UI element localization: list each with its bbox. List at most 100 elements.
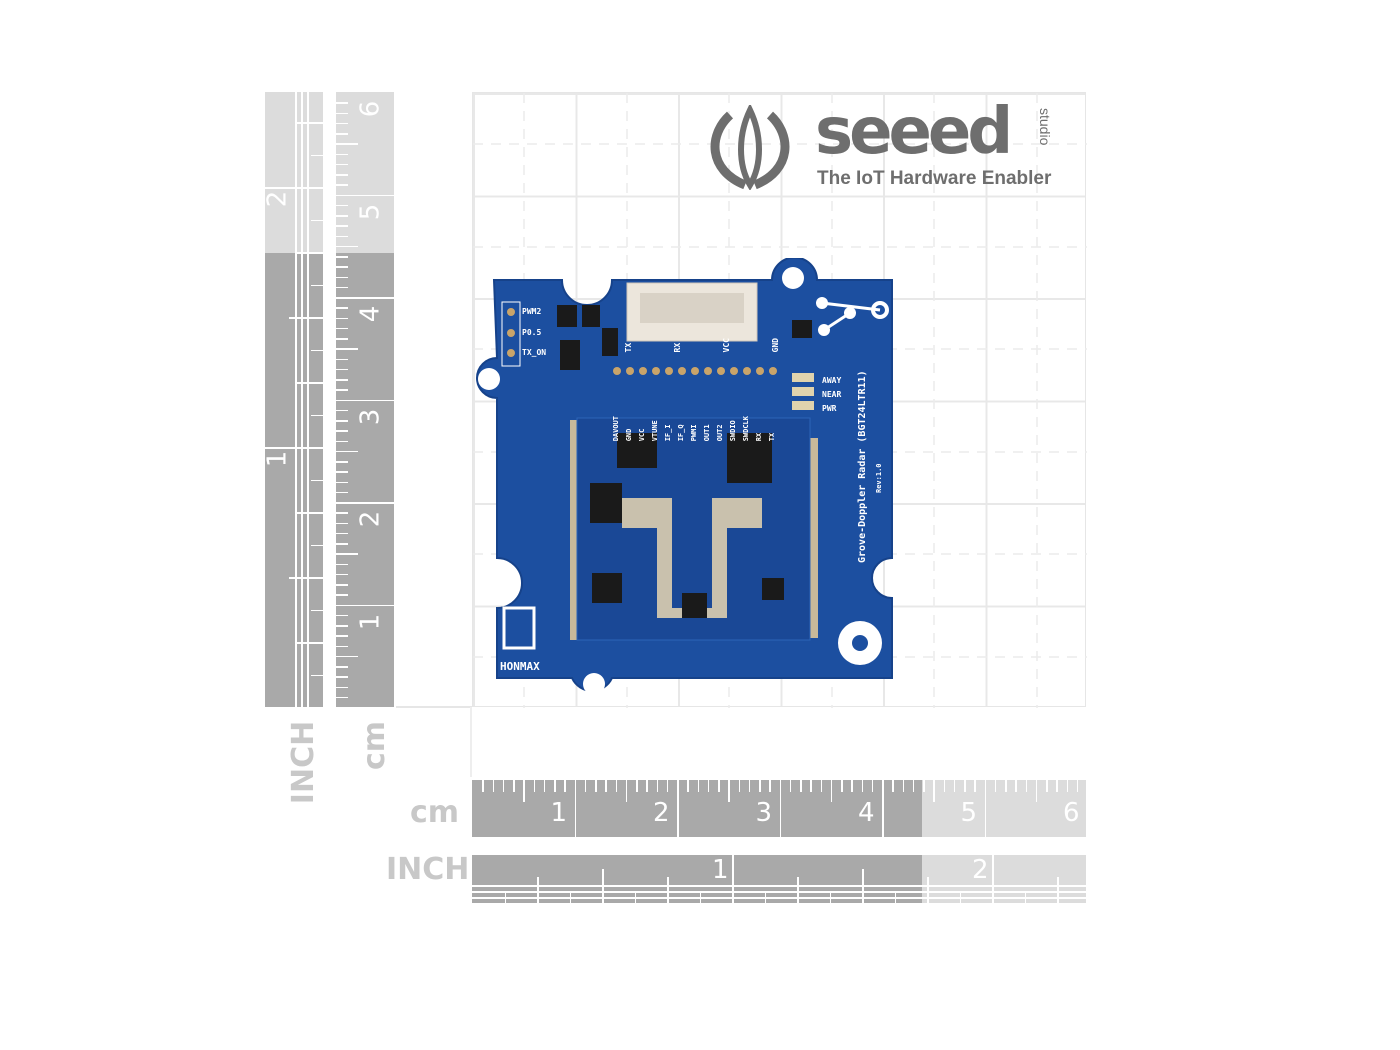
- ruler-tick: [336, 502, 394, 504]
- pin-label: TX_ON: [522, 348, 547, 357]
- ruler-tick: [336, 389, 348, 391]
- connector-pin-label: GND: [771, 338, 780, 353]
- ruler-number: 1: [355, 613, 386, 630]
- ruler-tick: [646, 780, 648, 792]
- ruler-tick: [297, 122, 323, 124]
- ruler-tick: [1025, 780, 1027, 792]
- led-label: AWAY: [822, 376, 842, 385]
- ruler-tick: [336, 286, 348, 289]
- ruler-tick: [543, 780, 546, 792]
- connector-pin-label: VCC: [722, 338, 731, 353]
- ruler-number: 1: [550, 798, 568, 828]
- pad-label: DAVOUT: [612, 416, 620, 442]
- ruler-number: 6: [1063, 798, 1080, 828]
- ruler-tick: [625, 780, 628, 802]
- ruler-tick: [336, 491, 348, 494]
- ruler-tick: [862, 869, 864, 903]
- ruler-tick: [336, 543, 348, 545]
- ruler-tick: [800, 780, 802, 792]
- grid-extension-line: [470, 707, 472, 777]
- ruler-tick: [636, 780, 638, 792]
- ruler-tick: [297, 642, 323, 644]
- ruler-tick: [336, 676, 348, 678]
- ruler-tick: [984, 780, 986, 837]
- cm-unit-label-vertical: cm: [357, 720, 393, 771]
- ruler-number: 2: [355, 510, 386, 528]
- ruler-tick: [554, 780, 556, 792]
- seeed-logo-icon: [710, 105, 790, 190]
- ruler-tick: [336, 143, 358, 145]
- connector-labels: TX RX VCC GND: [624, 338, 780, 352]
- ruler-tick: [336, 584, 348, 586]
- logo-studio: studio: [1037, 108, 1053, 146]
- ruler-tick: [336, 307, 348, 309]
- ruler-tick: [336, 184, 348, 186]
- ruler-tick: [974, 780, 976, 792]
- ruler-tick: [666, 780, 669, 792]
- ruler-tick: [289, 577, 323, 579]
- ruler-tick: [336, 327, 348, 330]
- ruler-tick: [699, 891, 701, 903]
- ruler-tick: [564, 780, 566, 792]
- ruler-tick: [336, 420, 348, 422]
- ruler-tick: [994, 780, 997, 792]
- ruler-tick: [311, 284, 323, 286]
- ruler-tick: [336, 266, 348, 268]
- ruler-number: 4: [355, 305, 386, 323]
- ruler-tick: [953, 780, 956, 792]
- ruler-tick: [336, 112, 348, 114]
- ruler-tick: [336, 102, 348, 104]
- pad-label: PWMI: [690, 424, 698, 442]
- ruler-tick: [871, 780, 874, 792]
- ruler-tick: [902, 780, 904, 792]
- ruler-tick: [759, 780, 761, 792]
- ruler-tick: [297, 512, 323, 514]
- ruler-tick: [537, 877, 539, 903]
- ruler-tick: [569, 891, 571, 903]
- ruler-tick: [311, 674, 323, 676]
- ruler-tick: [336, 594, 348, 596]
- ruler-tick: [1066, 780, 1068, 792]
- ruler-tick: [336, 522, 348, 524]
- ruler-tick: [336, 153, 348, 155]
- inch-unit-label-vertical: INCH: [286, 720, 322, 805]
- ruler-tick: [523, 780, 525, 802]
- ruler-tick: [336, 625, 348, 627]
- grid-extension-line: [396, 706, 472, 708]
- maker-logo: HONMAX: [500, 660, 540, 673]
- pad-label: VCC: [638, 428, 646, 442]
- ruler-tick: [797, 877, 799, 903]
- ruler-tick: [265, 187, 323, 189]
- logo-brand: seeed: [815, 95, 1013, 169]
- ruler-tick: [482, 780, 484, 792]
- ruler-tick: [513, 780, 515, 792]
- board-revision: Rev:1.0: [875, 463, 883, 493]
- board-title: Grove-Doppler Radar (BGT24LTR11): [857, 370, 868, 563]
- inch-ruler-horizontal: 1 2: [472, 855, 1086, 903]
- ruler-tick: [656, 780, 658, 792]
- ruler-tick: [769, 780, 771, 792]
- ruler-tick: [336, 368, 348, 371]
- ruler-tick: [336, 204, 348, 207]
- ruler-tick: [336, 317, 348, 319]
- ruler-tick: [667, 877, 669, 903]
- ruler-number: 1: [712, 855, 729, 885]
- ruler-tick: [1035, 780, 1038, 802]
- ruler-tick: [336, 276, 348, 278]
- ruler-tick: [336, 338, 348, 340]
- ruler-tick: [502, 780, 505, 792]
- ruler-tick: [336, 635, 348, 637]
- pad-label: GND: [625, 428, 633, 442]
- ruler-tick: [307, 92, 309, 707]
- ruler-tick: [1076, 780, 1079, 792]
- ruler-tick: [830, 780, 833, 802]
- pad-label: IF_I: [664, 424, 672, 442]
- connector-pin-label: RX: [673, 342, 682, 353]
- grove-logo-icon: [816, 297, 889, 336]
- ruler-tick: [336, 563, 348, 565]
- ruler-tick: [574, 780, 576, 837]
- ruler-tick: [738, 780, 740, 792]
- ruler-tick: [595, 780, 597, 792]
- connector-pin-label: TX: [624, 342, 633, 353]
- ruler-number: 2: [653, 798, 670, 828]
